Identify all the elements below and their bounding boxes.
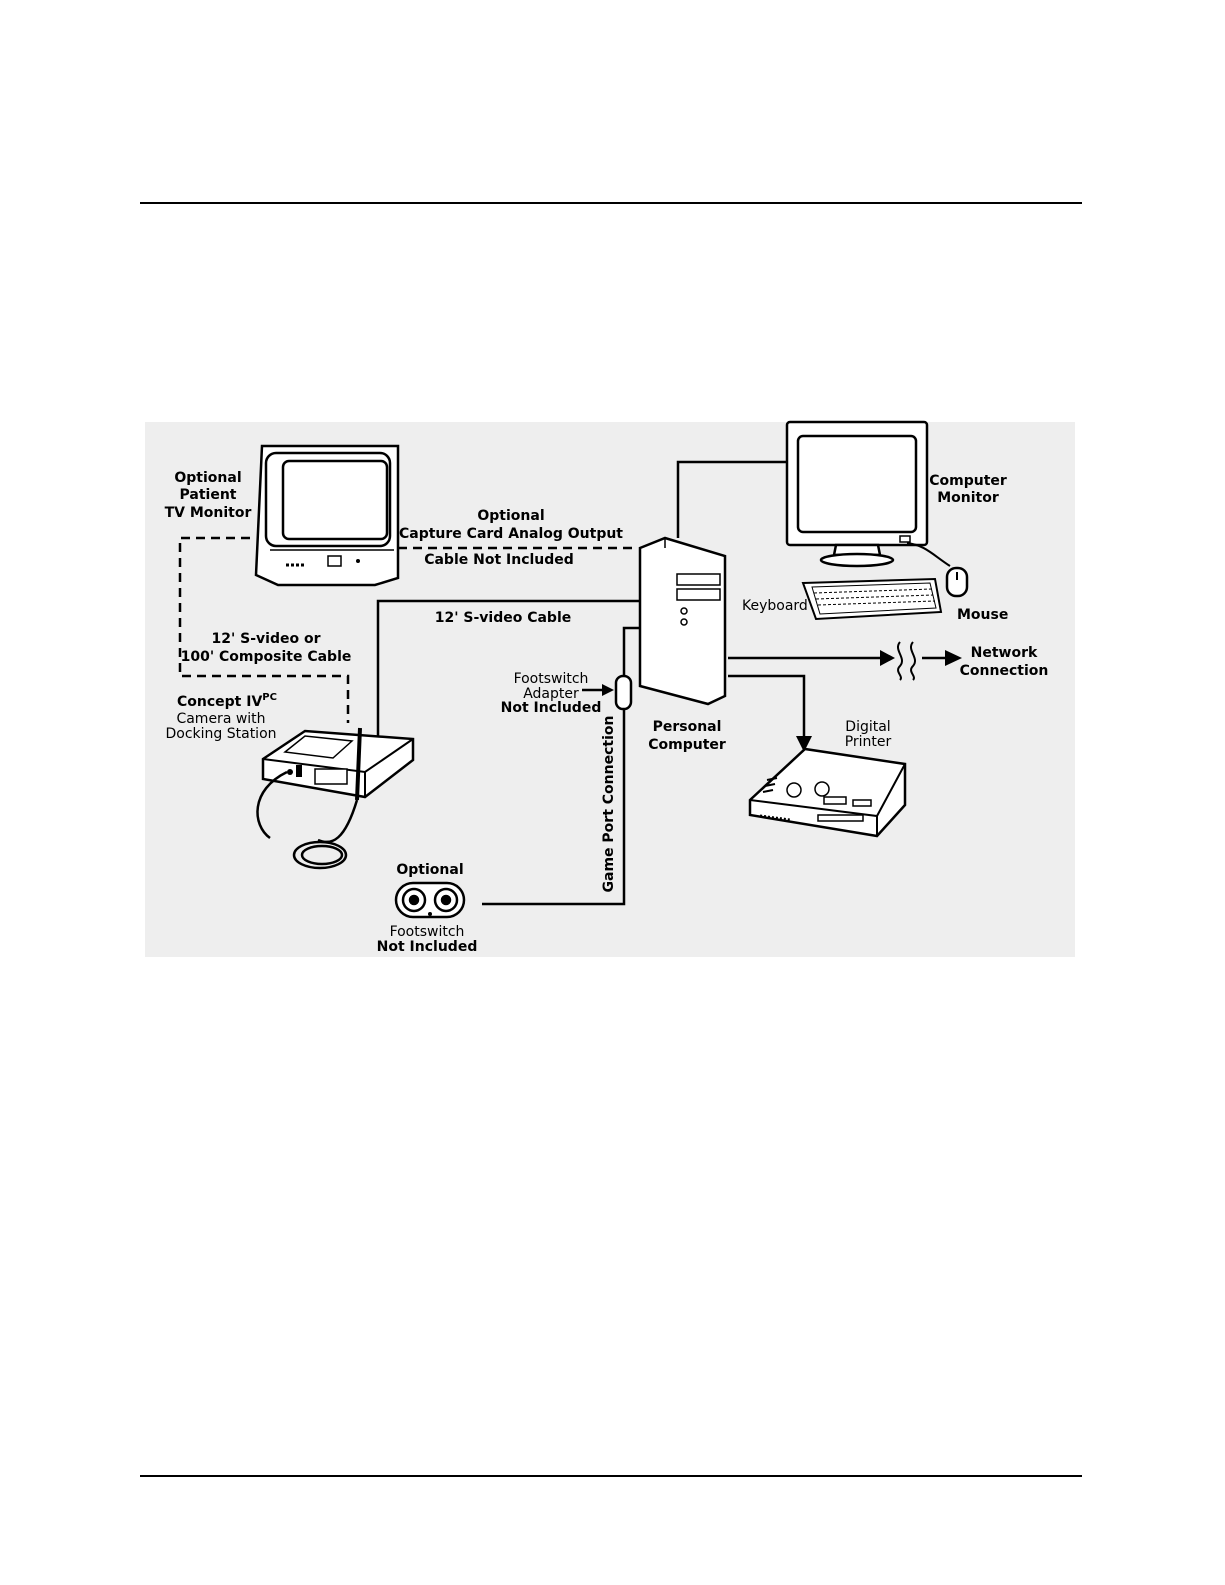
- game-port-label: Game Port Connection: [601, 716, 617, 893]
- svideo-cable-label: 12' S-video Cable: [435, 610, 572, 626]
- tv-monitor-label-1: Optional: [174, 470, 241, 486]
- mouse-label: Mouse: [957, 607, 1008, 623]
- composite-cable-dashed: [178, 536, 350, 723]
- network-break-icon: [897, 641, 916, 681]
- camera-label-2: Docking Station: [165, 726, 276, 742]
- footswitch-pedal-icon: [394, 881, 466, 919]
- tv-monitor-label-2: Patient: [180, 487, 237, 503]
- diagram-labels: Optional Patient TV Monitor Optional Cap…: [165, 470, 1049, 955]
- footswitch-adapter-label-3: Not Included: [501, 700, 602, 716]
- pc-tower-icon: [638, 536, 727, 706]
- footswitch-adapter-label-1: Footswitch: [514, 671, 589, 687]
- footswitch-adapter-label-2: Adapter: [523, 686, 579, 702]
- mouse-icon: [906, 542, 969, 598]
- connections: [178, 460, 950, 906]
- arrowheads: [602, 650, 962, 752]
- network-label-2: Connection: [960, 663, 1049, 679]
- camera-label-1: Camera with: [176, 711, 265, 727]
- tv-monitor-icon: [254, 444, 400, 587]
- docking-station-icon: [261, 729, 415, 799]
- computer-monitor-label-2: Monitor: [937, 490, 999, 506]
- computer-monitor-label-1: Computer: [929, 473, 1007, 489]
- bottom-rule: [140, 1475, 1082, 1477]
- monitor-cable: [676, 460, 788, 538]
- svideo-composite-label-1: 12' S-video or: [212, 631, 321, 647]
- keyboard-icon: [801, 577, 943, 621]
- computer-monitor-icon: [785, 420, 929, 568]
- camera-wand-icon: [256, 727, 362, 870]
- keyboard-label: Keyboard: [742, 598, 808, 614]
- personal-computer-label-2: Computer: [648, 737, 726, 753]
- footswitch-adapter-icon: [614, 674, 633, 711]
- footswitch-label-1: Footswitch: [390, 924, 465, 940]
- printer-label-1: Digital: [845, 719, 890, 735]
- svideo-composite-label-2: 100' Composite Cable: [181, 649, 352, 665]
- network-label-1: Network: [971, 645, 1038, 661]
- personal-computer-label-1: Personal: [653, 719, 722, 735]
- game-port-cable: [482, 626, 640, 906]
- digital-printer-icon: [748, 747, 907, 838]
- capture-card-label-1: Optional: [477, 508, 544, 524]
- printer-label-2: Printer: [845, 734, 892, 750]
- capture-card-label-2: Capture Card Analog Output: [399, 526, 623, 542]
- footswitch-optional-label: Optional: [396, 862, 463, 878]
- printer-cable: [728, 674, 806, 738]
- camera-name-label: Concept IVPC: [177, 692, 277, 710]
- footswitch-label-2: Not Included: [377, 939, 478, 955]
- top-rule: [140, 202, 1082, 204]
- tv-monitor-label-3: TV Monitor: [165, 505, 252, 521]
- svideo-cable: [376, 599, 640, 738]
- cable-not-included-label: Cable Not Included: [424, 552, 574, 568]
